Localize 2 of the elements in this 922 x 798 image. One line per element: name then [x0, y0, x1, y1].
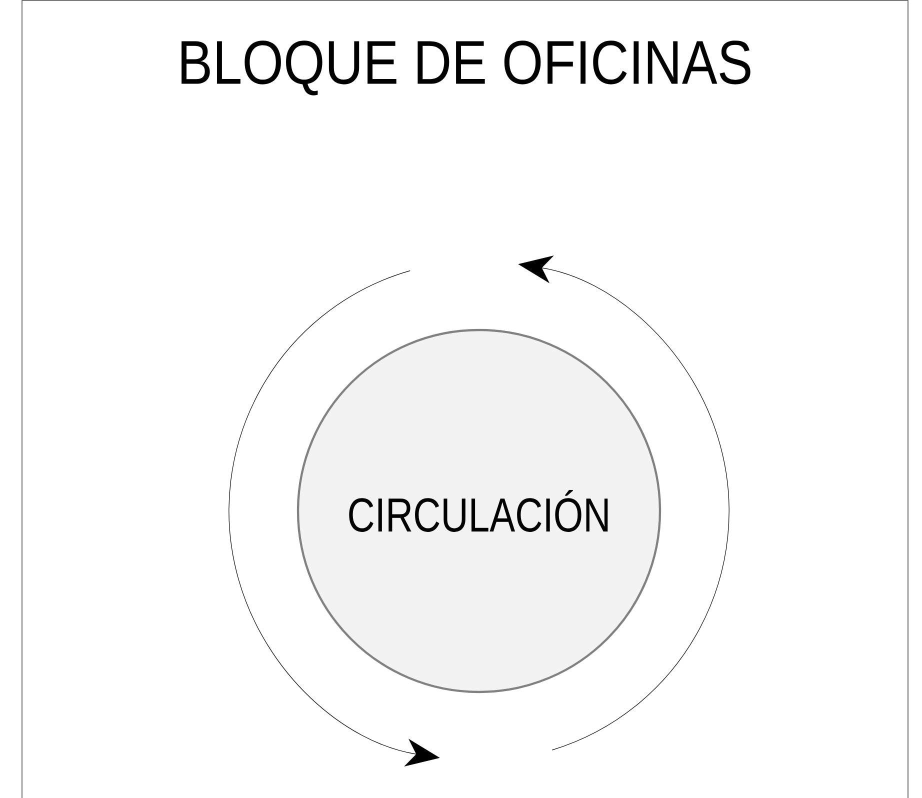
- heading: BLOQUE DE OFICINAS: [182, 40, 750, 96]
- circle-label: CIRCULACIÓN: [349, 490, 608, 532]
